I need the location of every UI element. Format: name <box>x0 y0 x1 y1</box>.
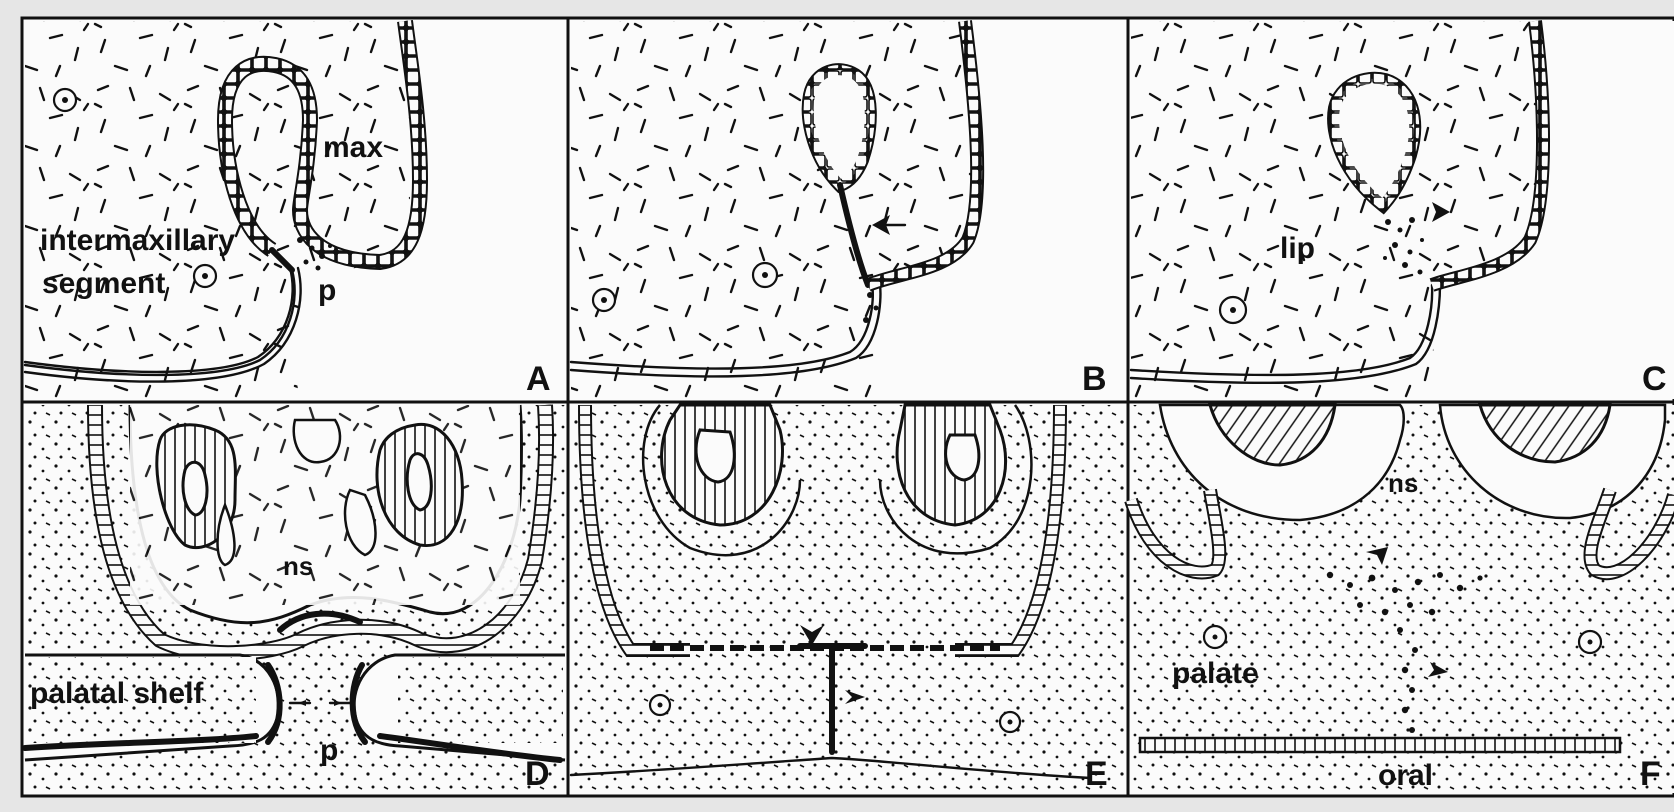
label-oral: oral <box>1378 759 1433 792</box>
label-p-d: p <box>320 734 338 767</box>
label-ns-d: ns <box>283 551 313 581</box>
label-max: max <box>323 131 383 164</box>
label-lip: lip <box>1280 232 1315 265</box>
panel-d: ns palatal shelf p D <box>25 405 565 793</box>
panel-letter-e: E <box>1085 755 1108 793</box>
panel-letter-b: B <box>1082 360 1107 398</box>
label-palatal-shelf: palatal shelf <box>30 677 204 710</box>
label-segment: segment <box>42 267 165 300</box>
panel-letter-a: A <box>526 360 551 398</box>
panel-f: ns palate oral F <box>1131 405 1674 793</box>
panel-b: B <box>571 21 1125 399</box>
panel-letter-f: F <box>1640 755 1661 793</box>
panel-c: lip C <box>1131 21 1674 399</box>
panel-a: max intermaxillary segment p A <box>25 21 565 399</box>
label-ns-f: ns <box>1388 468 1418 498</box>
label-intermaxillary: intermaxillary <box>40 224 235 257</box>
label-palate: palate <box>1172 657 1259 690</box>
label-p: p <box>318 274 336 307</box>
panel-e: E <box>571 405 1125 793</box>
panel-letter-d: D <box>525 755 550 793</box>
panel-letter-c: C <box>1642 360 1667 398</box>
